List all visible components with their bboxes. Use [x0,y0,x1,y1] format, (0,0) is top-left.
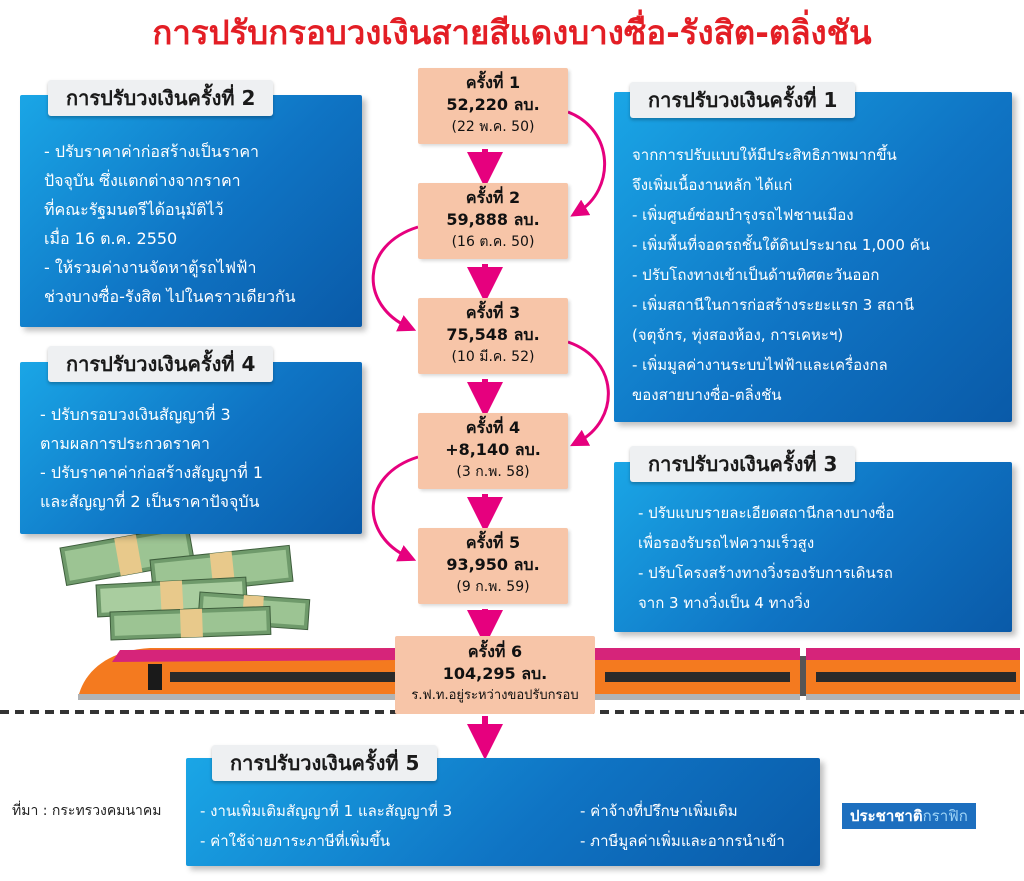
panel-line: ช่วงบางซื่อ-รังสิต ไปในคราวเดียวกัน [44,287,296,306]
panel-line: - ปรับแบบรายละเอียดสถานีกลางบางซื่อ [638,504,895,522]
train-icon [78,648,1020,700]
panel-line: - ปรับโถงทางเข้าเป็นด้านทิศตะวันออก [632,266,880,284]
panel-line: เพื่อรองรับรถไฟความเร็วสูง [638,534,815,552]
step-date: (22 พ.ค. 50) [451,119,535,135]
step-date: (16 ต.ค. 50) [451,234,535,250]
step-4-box: ครั้งที่ 4 +8,140 ลบ. (3 ก.พ. 58) [418,413,568,489]
step-amount: 52,220 ลบ. [446,95,540,114]
step-amount: 59,888 ลบ. [446,210,540,229]
panel-line: - ปรับราคาค่าก่อสร้างสัญญาที่ 1 [40,463,263,482]
panel-line: (จตุจักร, ทุ่งสองห้อง, การเคหะฯ) [632,326,844,344]
panel-line: เมื่อ 16 ต.ค. 2550 [44,229,178,248]
panel-round-4: - ปรับกรอบวงเงินสัญญาที่ 3 ตามผลการประกว… [20,362,362,534]
step-amount: 75,548 ลบ. [446,325,540,344]
panel-round-2: - ปรับราคาค่าก่อสร้างเป็นราคา ปัจจุบัน ซ… [20,95,362,327]
panel-line: - ค่าใช้จ่ายภาระภาษีที่เพิ่มขึ้น [200,832,391,850]
panel-line: - ปรับกรอบวงเงินสัญญาที่ 3 [40,405,231,424]
panel-line: - ค่าจ้างที่ปรึกษาเพิ่มเติม [580,802,738,820]
step-title: ครั้งที่ 4 [465,418,521,437]
brand-logo: ประชาชาติกราฟิก [842,803,976,829]
step-title: ครั้งที่ 3 [465,303,521,322]
panel-line: ตามผลการประกวดราคา [40,434,211,453]
step-amount: 104,295 ลบ. [442,664,548,683]
brand-part-1: ประชาชาติ [850,807,923,825]
panel-line: จึงเพิ่มเนื้องานหลัก ได้แก่ [632,176,793,194]
money-stack-icon [59,524,311,641]
panel-line: - เพิ่มมูลค่างานระบบไฟฟ้าและเครื่องกล [632,356,888,374]
step-note: ร.ฟ.ท.อยู่ระหว่างขอปรับกรอบ [411,688,579,703]
step-amount: 93,950 ลบ. [446,555,540,574]
step-title: ครั้งที่ 2 [465,188,521,207]
panel-line: - ปรับโครงสร้างทางวิ่งรองรับการเดินรถ [638,564,893,582]
panel-line: - ปรับราคาค่าก่อสร้างเป็นราคา [44,142,259,161]
panel-line: - เพิ่มสถานีในการก่อสร้างระยะแรก 3 สถานี [632,296,914,314]
step-date: (10 มี.ค. 52) [451,349,535,365]
step-5-box: ครั้งที่ 5 93,950 ลบ. (9 ก.พ. 59) [418,528,568,604]
panel-line: จากการปรับแบบให้มีประสิทธิภาพมากขึ้น [632,146,897,164]
panel-title-round-2: การปรับวงเงินครั้งที่ 2 [48,80,274,116]
panel-round-1: จากการปรับแบบให้มีประสิทธิภาพมากขึ้น จึง… [614,92,1012,422]
panel-line: - เพิ่มศูนย์ซ่อมบำรุงรถไฟชานเมือง [632,206,854,224]
panel-title-round-5: การปรับวงเงินครั้งที่ 5 [212,745,438,781]
panel-title-round-4: การปรับวงเงินครั้งที่ 4 [48,346,274,382]
panel-line: ของสายบางซื่อ-ตลิ่งชัน [632,386,782,404]
step-title: ครั้งที่ 1 [465,73,521,92]
panel-line: จาก 3 ทางวิ่งเป็น 4 ทางวิ่ง [638,594,811,612]
panel-line: - เพิ่มพื้นที่จอดรถชั้นใต้ดินประมาณ 1,00… [632,236,930,254]
source-note: ที่มา : กระทรวงคมนาคม [12,803,162,819]
step-title: ครั้งที่ 6 [467,642,523,661]
panel-title-round-3: การปรับวงเงินครั้งที่ 3 [630,446,856,482]
flow-arrows [371,110,610,760]
step-date: (9 ก.พ. 59) [456,579,530,595]
step-6-box: ครั้งที่ 6 104,295 ลบ. ร.ฟ.ท.อยู่ระหว่าง… [395,636,595,714]
brand-part-2: กราฟิก [922,807,968,825]
panel-line: - ให้รวมค่างานจัดหาตู้รถไฟฟ้า [44,258,257,277]
panel-line: และสัญญาที่ 2 เป็นราคาปัจจุบัน [40,492,260,511]
panel-line: ที่คณะรัฐมนตรีได้อนุมัติไว้ [44,200,224,219]
step-date: (3 ก.พ. 58) [456,464,530,480]
step-3-box: ครั้งที่ 3 75,548 ลบ. (10 มี.ค. 52) [418,298,568,374]
step-amount: +8,140 ลบ. [445,440,541,459]
step-2-box: ครั้งที่ 2 59,888 ลบ. (16 ต.ค. 50) [418,183,568,259]
panel-title-round-1: การปรับวงเงินครั้งที่ 1 [630,82,856,118]
panel-line: - ภาษีมูลค่าเพิ่มและอากรนำเข้า [580,832,785,850]
step-1-box: ครั้งที่ 1 52,220 ลบ. (22 พ.ค. 50) [418,68,568,144]
step-title: ครั้งที่ 5 [465,533,521,552]
panel-line: ปัจจุบัน ซึ่งแตกต่างจากราคา [44,171,241,190]
panel-round-3: - ปรับแบบรายละเอียดสถานีกลางบางซื่อ เพื่… [614,462,1012,632]
panel-line: - งานเพิ่มเติมสัญญาที่ 1 และสัญญาที่ 3 [200,802,453,820]
page-title: การปรับกรอบวงเงินสายสีแดงบางซื่อ-รังสิต-… [152,13,872,52]
